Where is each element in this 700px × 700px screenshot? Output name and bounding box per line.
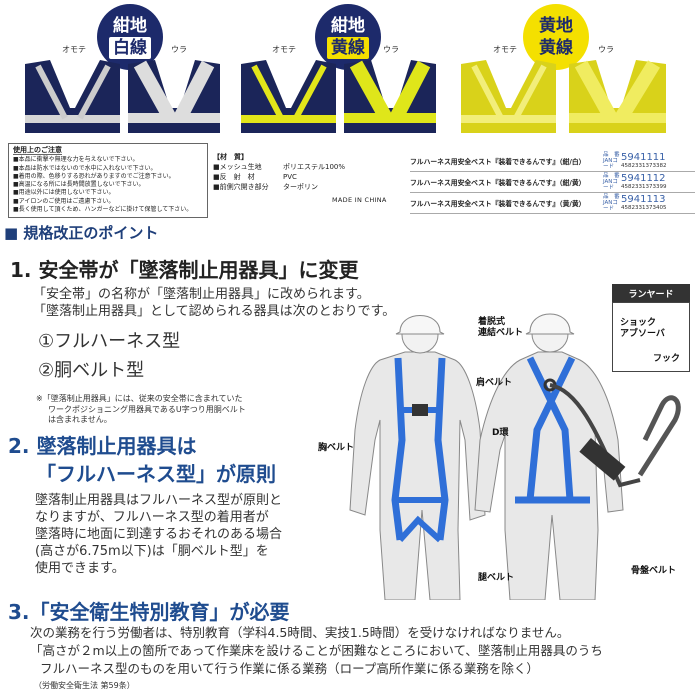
point1-line1: 「安全帯」の名称が「墜落制止用器具」に改められます。 [33,287,370,302]
back-label: ウラ [598,45,614,54]
material-part: ■反 射 材 [213,173,255,181]
vest-navy-white-image [25,60,220,133]
product-name: フルハーネス用安全ベスト『装着できるんです』（紺/黄） [410,179,586,187]
point3-line3: フルハーネス型のものを用いて行う作業に係る業務（ロープ高所作業に係る業務を除く） [40,661,539,676]
callout-d-ring: D環 [492,428,509,438]
callout-shock-absorber: ショックアブソーバ [620,318,665,339]
callout-shoulder-belt: 肩ベルト [476,378,513,388]
badge-line2: 黄線 [327,37,369,59]
front-label: オモテ [493,45,517,54]
point2-line: なりますが、フルハーネス型の着用者が [35,510,269,525]
material-part: ■前側穴開き部分 [213,183,269,191]
callout-pelvis-belt: 骨盤ベルト [631,566,677,576]
point2-heading: 2. 墜落制止用器具は [8,434,197,458]
point3-line1: 次の業務を行う労働者は、特別教育（学科4.5時間、実技1.5時間）を受けなければ… [30,625,570,640]
caution-item: ■本品は防水ではないので水中に入れないで下さい。 [13,164,157,172]
point1-item1: ①フルハーネス型 [38,331,181,352]
harness-illustration [349,313,681,600]
badge-line2: 白線 [109,37,151,59]
point1-note-line: ※「墜落制止用器具」には、従来の安全帯に含まれていた [36,394,243,403]
caution-item: ■長く使用して頂くため、ハンガーなどに掛けて保管して下さい。 [13,206,193,214]
back-label: ウラ [171,45,187,54]
material-row: ■反 射 材 PVC [213,172,345,182]
material-value: PVC [283,173,297,181]
point2-line: (高さが6.75m以下)は「胴ベルト型」を [35,544,269,559]
point3-heading: 3.「安全衛生特別教育」が必要 [8,600,290,624]
point1-note-line: ワークポジショニング用器具であるU字つり用胴ベルト [48,404,246,414]
product-name: フルハーネス用安全ベスト『装着できるんです』（黄/黄） [410,200,586,208]
point2-line: 墜落制止用器具はフルハーネス型が原則と [35,493,283,508]
caution-item: ■アイロンのご使用はご遠慮下さい。 [13,197,115,205]
law-reference: （労働安全衛生法 第59条） [34,681,135,690]
point2-heading-2: 「フルハーネス型」が原則 [36,462,276,486]
back-worker-figure [474,313,681,600]
material-spec: 【材 質】 ■メッシュ生地 ポリエステル100% ■反 射 材 PVC ■前側穴開き… [213,152,345,192]
caution-box: 使用上のご注意 ■本品に衝撃や無理な力を与えないで下さい。 ■本品は防水ではない… [8,143,208,218]
badge-line1: 紺地 [113,16,147,36]
material-value: ポリエステル100% [283,163,346,171]
product-name: フルハーネス用安全ベスト『装着できるんです』（紺/白） [410,158,586,166]
point1-line2: 「墜落制止用器具」として認められる器具は次のとおりです。 [33,304,396,319]
badge-navy-yellow: 紺地 黄線 [315,4,381,70]
point1-note-line: は含まれません。 [48,415,112,424]
callout-chest-belt: 胸ベルト [318,443,355,453]
point1-item2: ②胴ベルト型 [38,360,145,381]
made-in-label: MADE IN CHINA [332,196,387,204]
front-worker-figure [349,315,486,600]
callout-leg-belt: 腿ベルト [478,573,515,583]
vest-navy-yellow-image [241,60,436,133]
point2-line: 使用できます。 [35,561,125,576]
caution-title: 使用上のご注意 [13,146,62,156]
point3-line2: 「高さが２m以上の箇所であって作業床を設けることが困難なところにおいて、墜落制止… [30,643,603,658]
material-part: ■メッシュ生地 [213,163,262,171]
lanyard-box [612,302,690,372]
vest-yellow-yellow-image [461,60,666,133]
caution-item: ■本品に衝撃や無理な力を与えないで下さい。 [13,156,139,164]
badge-line2: 黄線 [535,37,577,59]
badge-line1: 黄地 [539,16,573,36]
point1-heading: 1. 安全帯が「墜落制止用器具」に変更 [10,258,359,282]
badge-navy-white: 紺地 白線 [97,4,163,70]
material-title: 【材 質】 [213,153,248,161]
section-title: ■ 規格改正のポイント [4,224,159,242]
caution-item: ■高温になる所には長時間放置しないで下さい。 [13,181,145,189]
caution-item: ■着用の際、色移りする恐れがありますのでご注意下さい。 [13,172,175,180]
lanyard-header: ランヤード [612,284,690,302]
badge-line1: 紺地 [331,16,365,36]
point2-line: 墜落時に地面に到達するおそれのある場合 [35,527,283,542]
front-label: オモテ [272,45,296,54]
callout-hook: フック [653,354,681,364]
caution-item: ■用途以外には使用しないで下さい。 [13,189,115,197]
front-label: オモテ [62,45,86,54]
callout-detachable-belt: 着脱式連結ベルト [478,317,524,338]
badge-yellow-yellow: 黄地 黄線 [523,4,589,70]
material-row: ■前側穴開き部分 ターポリン [213,182,345,192]
material-value: ターポリン [283,183,318,191]
back-label: ウラ [383,45,399,54]
material-row: ■メッシュ生地 ポリエステル100% [213,162,345,172]
